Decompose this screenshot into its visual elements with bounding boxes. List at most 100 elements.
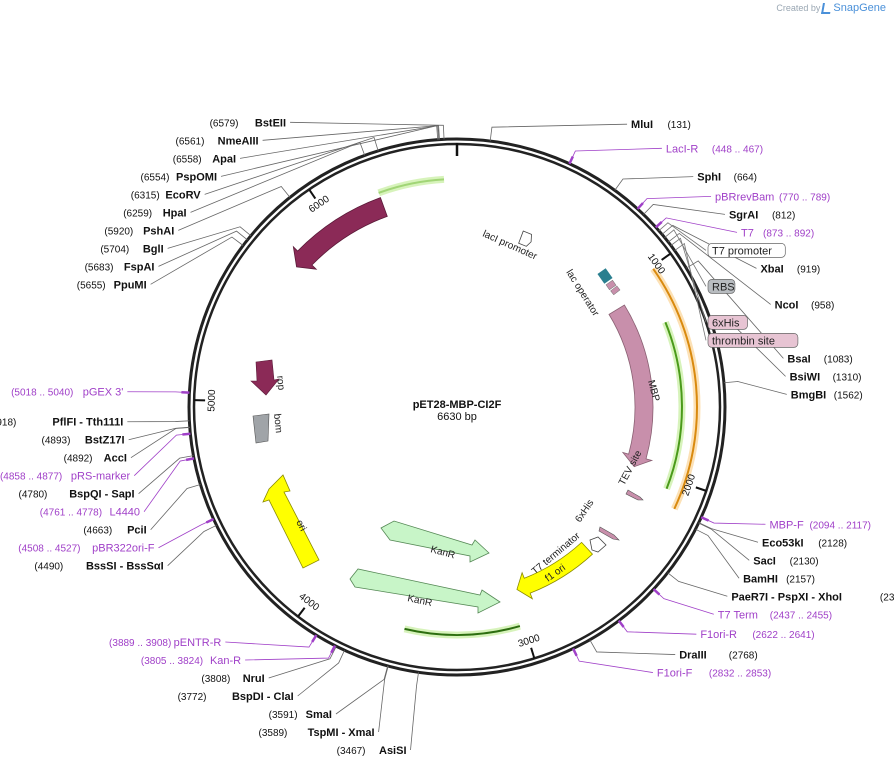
site-position: (1562)	[834, 390, 863, 401]
site-name: BsaI	[787, 353, 810, 365]
site-leader-line	[178, 185, 291, 231]
site-label-pshai[interactable]: PshAI(5920)	[104, 225, 174, 237]
primer-name: pENTR-R	[174, 637, 222, 649]
site-label-bspqi-sapi[interactable]: BspQI - SapI(4780)	[18, 489, 134, 501]
ruler-tick	[308, 188, 317, 200]
plasmid-name: pET28-MBP-CI2F	[413, 399, 502, 411]
site-label-tspmi-xmai[interactable]: TspMI - XmaI(3589)	[258, 727, 374, 739]
kanr-arrow-1[interactable]	[380, 520, 490, 563]
site-label-ecorv[interactable]: EcoRV(6315)	[131, 189, 202, 201]
primer-label-pgex-3-[interactable]: pGEX 3'(5018 .. 5040)	[11, 387, 123, 399]
site-label-xbai[interactable]: XbaI(919)	[760, 263, 820, 275]
site-label-bamhi[interactable]: BamHI(2157)	[743, 573, 815, 585]
site-label-saci[interactable]: SacI(2130)	[753, 555, 818, 567]
primer-leader-line	[618, 620, 697, 635]
primer-name: pBRrevBam	[715, 191, 774, 203]
site-leader-line	[268, 646, 337, 679]
site-label-pspomi[interactable]: PspOMI(6554)	[141, 171, 218, 183]
primer-label-pbr322ori-f[interactable]: pBR322ori-F(4508 .. 4527)	[18, 543, 155, 555]
callout-box	[707, 333, 799, 348]
tev-site-block[interactable]	[625, 489, 644, 501]
site-position: (4893)	[42, 436, 71, 447]
site-label-sphi[interactable]: SphI(664)	[697, 172, 757, 184]
site-label-bsai[interactable]: BsaI(1083)	[787, 353, 852, 365]
site-label-mlui[interactable]: MluI(131)	[631, 119, 691, 131]
site-label-nrui[interactable]: NruI (3808)	[201, 673, 264, 685]
his-tag-block[interactable]	[605, 279, 617, 291]
orf-arc-top-glow	[377, 175, 445, 197]
site-label-eco53ki[interactable]: Eco53kI(2128)	[762, 537, 847, 549]
kanr-arrow-2[interactable]	[349, 568, 501, 614]
thrombin-block[interactable]	[610, 285, 621, 296]
site-label-nmeaiii[interactable]: NmeAIII(6561)	[176, 135, 259, 147]
primer-position: (2832 .. 2853)	[709, 669, 771, 680]
site-label-pflfi-tth111i[interactable]: PflFI - Tth111I(4918)	[0, 417, 123, 429]
laci-arrow[interactable]	[292, 197, 388, 270]
primer-label-prs-marker[interactable]: pRS-marker(4858 .. 4877)	[0, 471, 131, 483]
primer-label-l4440[interactable]: L4440(4761 .. 4778)	[40, 507, 140, 519]
site-position: (5704)	[100, 244, 129, 255]
site-leader-line	[589, 639, 676, 655]
site-label-draiii[interactable]: DraIII(2768)	[679, 650, 758, 662]
primer-leader-line	[653, 588, 714, 615]
mbp-arrow[interactable]	[608, 304, 654, 468]
site-label-ncoi[interactable]: NcoI(958)	[775, 299, 835, 311]
site-label-acci[interactable]: AccI(4892)	[64, 453, 127, 465]
orf-arc-right	[664, 321, 683, 490]
feature-callout-rbs[interactable]: RBS	[707, 279, 736, 294]
primer-label-f1ori-f[interactable]: F1ori-F (2832 .. 2853)	[657, 668, 771, 680]
feature-callout-t7-promoter[interactable]: T7 promoter	[707, 243, 786, 258]
site-label-bstz17i[interactable]: BstZ17I(4893)	[42, 435, 125, 447]
site-label-paer7i-pspxi-xhoi[interactable]: PaeR7I - PspXI - XhoI(2361)	[731, 591, 894, 603]
site-label-smai[interactable]: SmaI(3591)	[269, 709, 332, 721]
his6-block-bottom[interactable]	[598, 526, 620, 541]
f1-ori-arrow[interactable]	[516, 541, 594, 600]
site-label-sgrai[interactable]: SgrAI(812)	[729, 209, 795, 221]
site-name: AsiSI	[379, 745, 407, 757]
site-label-fspai[interactable]: FspAI(5683)	[85, 261, 155, 273]
site-position: (3808)	[201, 674, 230, 685]
site-name: NruI	[243, 673, 265, 685]
site-label-ppumi[interactable]: PpuMI(5655)	[77, 279, 147, 291]
site-label-bsiwi[interactable]: BsiWI(1310)	[790, 371, 862, 383]
bom-block[interactable]	[252, 413, 270, 444]
primer-label-mbp-f[interactable]: MBP-F(2094 .. 2117)	[769, 519, 871, 531]
primer-label-f1ori-r[interactable]: F1ori-R(2622 .. 2641)	[700, 629, 814, 641]
operator-block[interactable]	[597, 268, 613, 284]
site-leader-line	[698, 522, 759, 543]
ruler-tick-label: 4000	[297, 591, 322, 613]
primer-label-kan-r[interactable]: Kan-R(3805 .. 3824)	[141, 655, 241, 667]
ori-arrow[interactable]	[262, 474, 320, 569]
rop-arrow[interactable]	[250, 359, 280, 396]
site-label-bgli[interactable]: BglI(5704)	[100, 243, 163, 255]
site-label-bspdi-clai[interactable]: BspDI - ClaI(3772)	[178, 691, 294, 703]
plasmid-size: 6630 bp	[437, 411, 477, 423]
site-label-pcii[interactable]: PciI(4663)	[83, 525, 146, 537]
site-label-apai[interactable]: ApaI(6558)	[173, 153, 236, 165]
primer-label-t7[interactable]: T7(873 .. 892)	[741, 227, 814, 239]
site-name: TspMI - XmaI	[308, 727, 375, 739]
primer-label-t7-term[interactable]: T7 Term(2437 .. 2455)	[718, 609, 832, 621]
feature-callout-6xhis[interactable]: 6xHis	[707, 315, 748, 330]
primer-leader-line	[701, 516, 766, 525]
laci-promoter-arrow[interactable]	[518, 230, 532, 247]
primer-label-laci-r[interactable]: LacI-R(448 .. 467)	[666, 143, 763, 155]
site-label-bsteii[interactable]: BstEII(6579)	[210, 117, 287, 129]
site-leader-line	[698, 522, 750, 561]
site-leader-line	[128, 426, 190, 441]
site-label-bmgbi[interactable]: BmgBI(1562)	[791, 389, 863, 401]
site-label-hpai[interactable]: HpaI(6259)	[123, 207, 186, 219]
primer-leader-line	[158, 518, 214, 549]
primer-position: (5018 .. 5040)	[11, 388, 73, 399]
site-position: (2361)	[880, 592, 894, 603]
primer-name: MBP-F	[769, 519, 804, 531]
ruler-tick-label: 6000	[307, 193, 332, 215]
site-label-asisi[interactable]: AsiSI(3467)	[337, 745, 407, 757]
site-label-bsssi-bsss-i[interactable]: BssSI - BssSαI(4490)	[34, 561, 163, 573]
primer-label-pbrrevbam[interactable]: pBRrevBam(770 .. 789)	[715, 191, 830, 203]
feature-callout-thrombin-site[interactable]: thrombin site	[707, 333, 799, 348]
primer-name: F1ori-F	[657, 668, 693, 680]
site-position: (6315)	[131, 190, 160, 201]
primer-label-pentr-r[interactable]: pENTR-R(3889 .. 3908)	[109, 637, 221, 649]
t7-terminator-block[interactable]	[589, 536, 607, 553]
